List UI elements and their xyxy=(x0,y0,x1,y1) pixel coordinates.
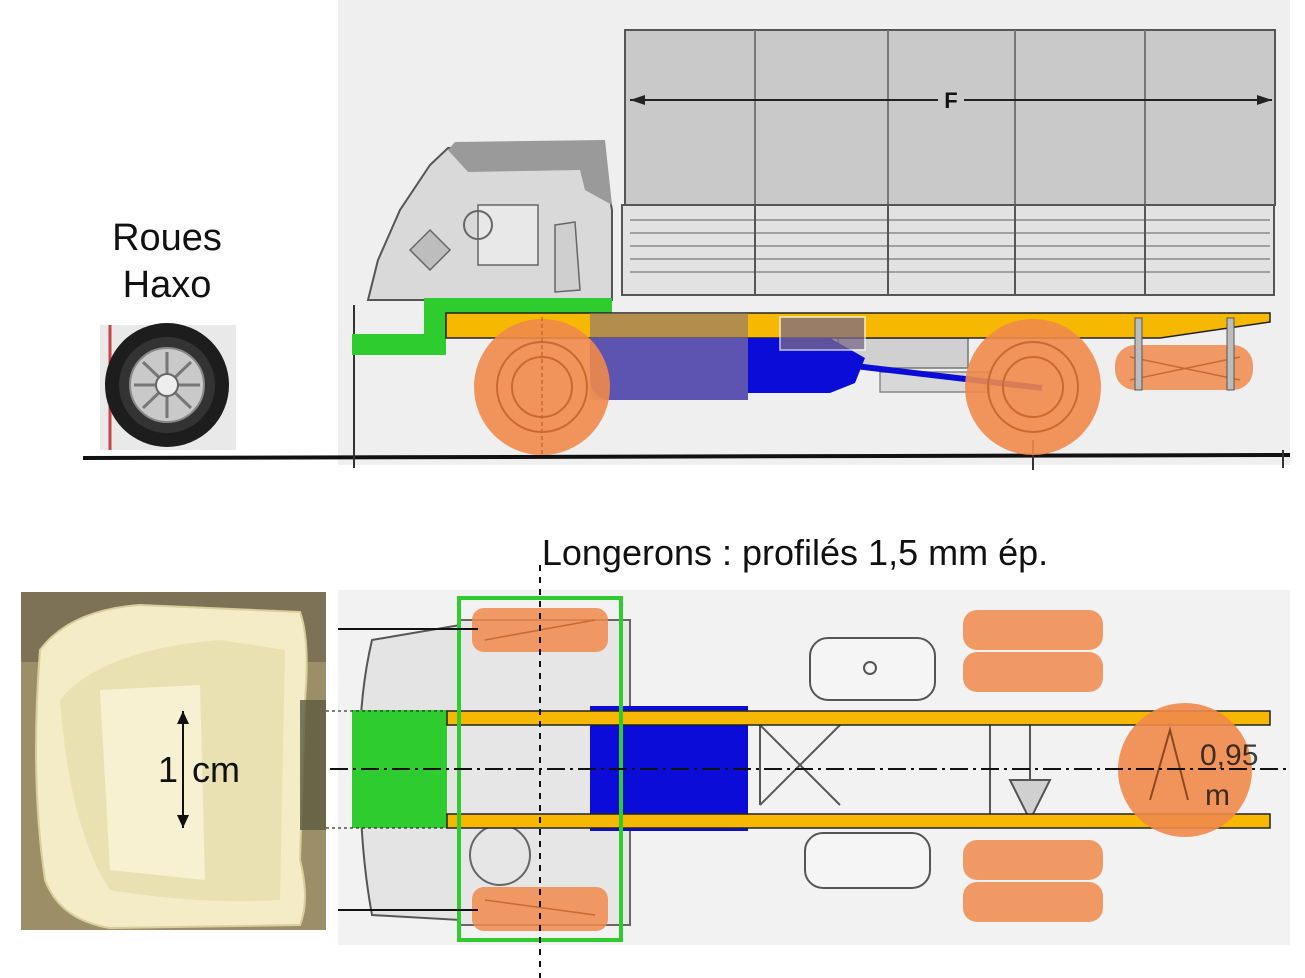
frame-rail-top-upper xyxy=(446,710,1271,726)
spare-wheel-side xyxy=(1115,317,1253,391)
side-view: F xyxy=(82,0,1291,470)
front-wheel-side xyxy=(474,317,610,455)
haxo-wheel-photo xyxy=(100,323,236,450)
cargo-side-rails xyxy=(621,204,1275,296)
frame-rail-top-lower xyxy=(446,813,1271,829)
dimension-value: 1 xyxy=(158,749,178,790)
overlay-box-front xyxy=(590,313,748,400)
fuel-tank-top-lower xyxy=(804,832,931,889)
dimension-letter-f: F xyxy=(944,88,957,113)
rear-wheel-top-left xyxy=(963,610,1103,692)
ground-line xyxy=(82,453,1291,460)
overlay-box-rear xyxy=(779,316,866,351)
rear-wheel-top-right xyxy=(963,840,1103,922)
spare-wheel-dimension-unit: m xyxy=(1205,779,1230,812)
front-wheel-top-right xyxy=(472,887,608,931)
dimension-1cm: 1 cm xyxy=(158,711,240,828)
wheels-label-line2: Haxo xyxy=(123,264,212,306)
cargo-tarp: F xyxy=(624,29,1276,206)
top-view: Longerons : profilés 1,5 mm ép. xyxy=(21,532,1290,978)
cab-model-photo xyxy=(21,592,326,930)
top-view-title: Longerons : profilés 1,5 mm ép. xyxy=(542,532,1048,573)
rear-wheel-side xyxy=(965,319,1101,455)
cab xyxy=(366,140,613,301)
wheels-label-line1: Roues xyxy=(112,217,222,259)
dimension-unit: cm xyxy=(192,749,240,790)
fuel-tank-top-upper xyxy=(809,637,936,701)
spare-wheel-dimension-number: 0,95 xyxy=(1200,739,1258,772)
